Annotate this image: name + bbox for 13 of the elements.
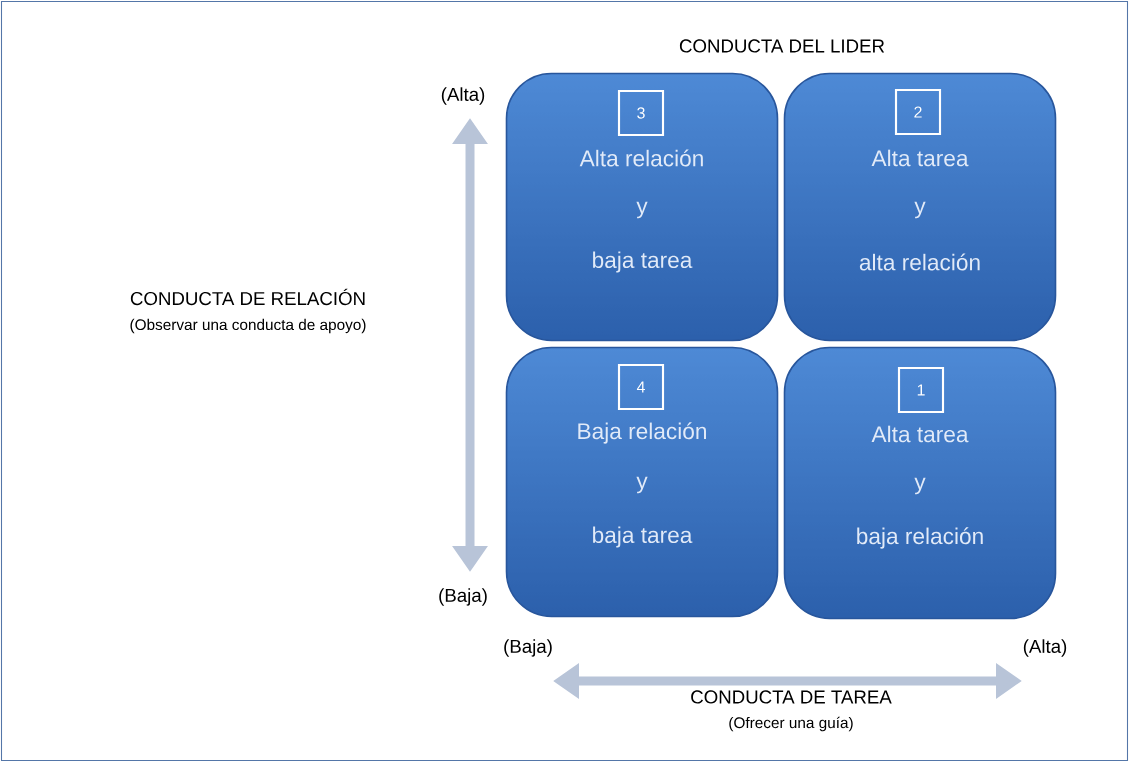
axis-label: (Baja) <box>504 639 552 657</box>
axis-label: (Observar una conducta de apoyo) <box>130 318 366 334</box>
axis-label: (Alta) <box>441 87 485 105</box>
axis-label: CONDUCTA DE RELACIÓN <box>130 288 365 306</box>
axis-label: (Ofrecer una guía) <box>729 716 853 732</box>
axis-label: (Baja) <box>439 588 487 606</box>
axis-label: (Alta) <box>1023 639 1067 657</box>
number-box: 4 <box>617 363 665 411</box>
number-box: 1 <box>897 366 945 414</box>
number-box: 3 <box>617 89 665 137</box>
axis-label: CONDUCTA DE TAREA <box>691 690 892 704</box>
number-box: 2 <box>894 88 942 136</box>
heading: CONDUCTA DEL LIDER <box>679 39 885 53</box>
